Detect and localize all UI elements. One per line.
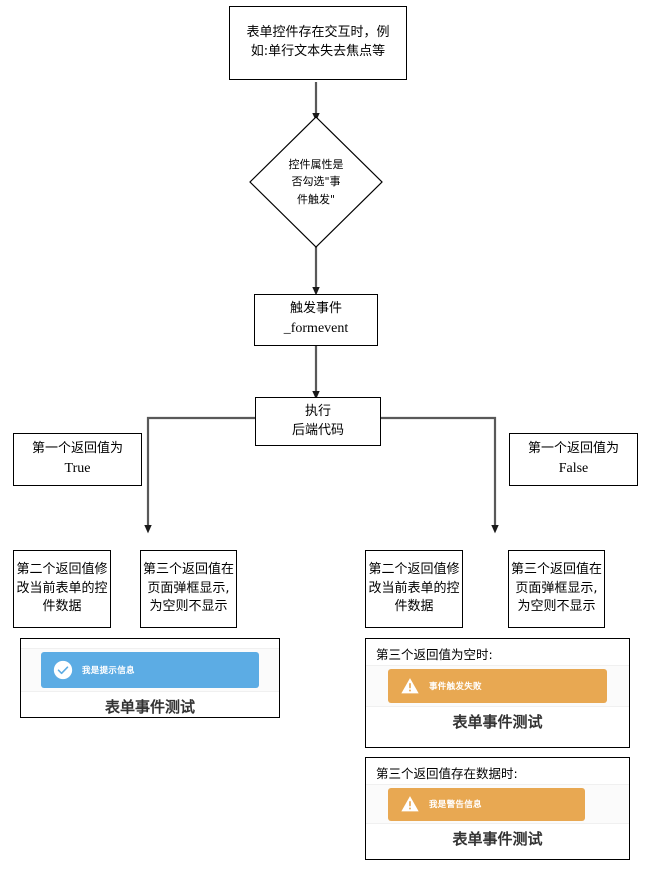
node-false-second-line1: 第二个返回值修 [368,561,460,577]
node-start[interactable]: 表单控件存在交互时，例 如:单行文本失去焦点等 [229,6,407,80]
warn-empty-caption: 第三个返回值为空时: [376,647,493,662]
node-false-third-line2: 页面弹框显示, [515,580,598,596]
success-toast[interactable]: 我是提示信息 [41,652,259,688]
warn-empty-toast[interactable]: 事件触发失败 [388,669,607,703]
node-execute-backend[interactable]: 执行 后端代码 [255,397,381,446]
node-true-second-line3: 件数据 [42,599,82,615]
node-true-third-line1: 第三个返回值在 [142,561,234,577]
node-trigger-line1: 触发事件 [289,301,342,317]
warn-empty-toast-strip: 事件触发失败 [366,665,629,707]
warn-data-toast-strip: 我是警告信息 [366,784,629,824]
warn-data-caption: 第三个返回值存在数据时: [376,766,518,781]
node-trigger-event[interactable]: 触发事件 _formevent [254,294,378,346]
node-start-line2: 如:单行文本失去焦点等 [250,44,386,59]
decision-diamond-shape [249,116,383,248]
node-execute-line1: 执行 [304,403,331,419]
warn-empty-page-title: 表单事件测试 [452,713,543,731]
warn-empty-toast-message: 事件触发失败 [429,682,482,692]
node-start-line1: 表单控件存在交互时，例 [246,25,390,41]
node-decision[interactable]: 控件属性是 否勾选"事 件触发" [249,116,383,248]
node-false-second-line3: 件数据 [394,599,434,615]
node-true-second-line2: 改当前表单的控 [16,580,108,596]
decision-label: 控件属性是 否勾选"事 件触发" [249,116,383,248]
node-decision-line2: 否勾选"事 [291,175,341,189]
node-decision-line3: 件触发" [296,192,336,206]
warn-empty-shot-inner: 事件触发失败 表单事件测试 [366,665,629,732]
node-false-third-line3: 为空则不显示 [517,599,596,615]
warning-triangle-icon [400,676,420,696]
success-toast-message: 我是提示信息 [82,666,135,676]
success-toast-strip: 我是提示信息 [21,648,279,692]
node-false-second-return[interactable]: 第二个返回值修 改当前表单的控 件数据 [365,550,463,628]
node-true-second-return[interactable]: 第二个返回值修 改当前表单的控 件数据 [13,550,111,628]
warn-data-toast-message: 我是警告信息 [429,800,482,810]
screenshot-success-toast: 我是提示信息 表单事件测试 [20,638,280,718]
node-branch-true-line2: True [64,460,91,476]
check-circle-icon [53,660,73,680]
node-branch-true[interactable]: 第一个返回值为 True [13,433,142,486]
node-branch-false-line1: 第一个返回值为 [527,440,619,456]
connector-execute-to-false [381,416,499,534]
node-branch-false-line2: False [558,460,589,476]
node-true-third-return[interactable]: 第三个返回值在 页面弹框显示, 为空则不显示 [140,550,237,628]
screenshot-warn-data: 第三个返回值存在数据时: 我是警告信息 表单事件测试 [365,757,630,860]
node-trigger-line2: _formevent [283,321,349,337]
warn-data-shot-inner: 我是警告信息 表单事件测试 [366,784,629,849]
node-false-second-line2: 改当前表单的控 [368,580,460,596]
node-false-third-return[interactable]: 第三个返回值在 页面弹框显示, 为空则不显示 [508,550,605,628]
node-true-third-line3: 为空则不显示 [149,599,228,615]
success-shot-inner: 我是提示信息 表单事件测试 [21,639,279,717]
connector-execute-to-true [144,416,255,534]
node-false-third-line1: 第三个返回值在 [510,561,602,577]
warn-data-toast[interactable]: 我是警告信息 [388,787,586,821]
warning-triangle-icon [400,794,420,814]
node-true-third-line2: 页面弹框显示, [147,580,230,596]
node-true-second-line1: 第二个返回值修 [16,561,108,577]
success-page-title: 表单事件测试 [104,698,195,716]
screenshot-warn-empty: 第三个返回值为空时: 事件触发失败 表单事件测试 [365,638,630,748]
node-execute-line2: 后端代码 [291,422,344,438]
warn-data-page-title: 表单事件测试 [452,830,543,848]
node-branch-false[interactable]: 第一个返回值为 False [509,433,638,486]
node-branch-true-line1: 第一个返回值为 [31,440,123,456]
node-decision-line1: 控件属性是 [288,158,344,172]
